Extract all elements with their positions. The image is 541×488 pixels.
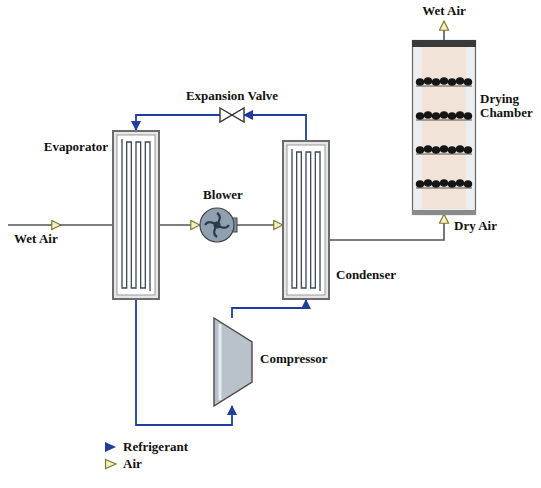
legend-symbol [104,458,118,470]
component-label: Condenser [336,268,396,282]
legend-row: Air [104,455,188,472]
legend-row: Refrigerant [104,438,188,455]
refrigerant-pipe [244,115,306,140]
legend-text: Refrigerant [123,439,188,455]
blower-symbol [199,207,235,243]
evaporator: Evaporator [112,130,160,300]
air-outlet-line [443,22,445,40]
air-outlet-label: Wet Air [422,4,466,18]
legend-symbol [104,441,118,453]
compressor-symbol [214,318,252,406]
air-inlet-label: Wet Air [14,232,58,246]
drying-chamber-symbol [412,40,476,215]
compressor: Compressor [214,318,252,406]
air-inlet-line [60,224,112,226]
air-duct [330,215,444,240]
component-label: Compressor [260,352,328,366]
refrigerant-pipe [232,300,306,318]
legend: RefrigerantAir [104,438,188,472]
expansion-valve-symbol [220,108,244,122]
blower: Blower [199,207,235,243]
evaporator-symbol [112,130,160,300]
air-duct [235,224,282,226]
legend-text: Air [123,456,142,472]
air-inlet-line [8,224,60,226]
air-duct [160,224,199,226]
component-label: Drying Chamber [480,92,540,121]
component-label: Blower [203,188,243,202]
refrigerant-pipe [136,115,220,130]
expansion-valve: Expansion Valve [220,108,244,122]
component-label: Evaporator [44,140,108,154]
component-label: Expansion Valve [186,89,278,103]
condenser: Condenser [282,140,330,300]
condenser-symbol [282,140,330,300]
air-label: Dry Air [454,219,497,233]
drying-chamber: Drying Chamber [412,40,476,215]
